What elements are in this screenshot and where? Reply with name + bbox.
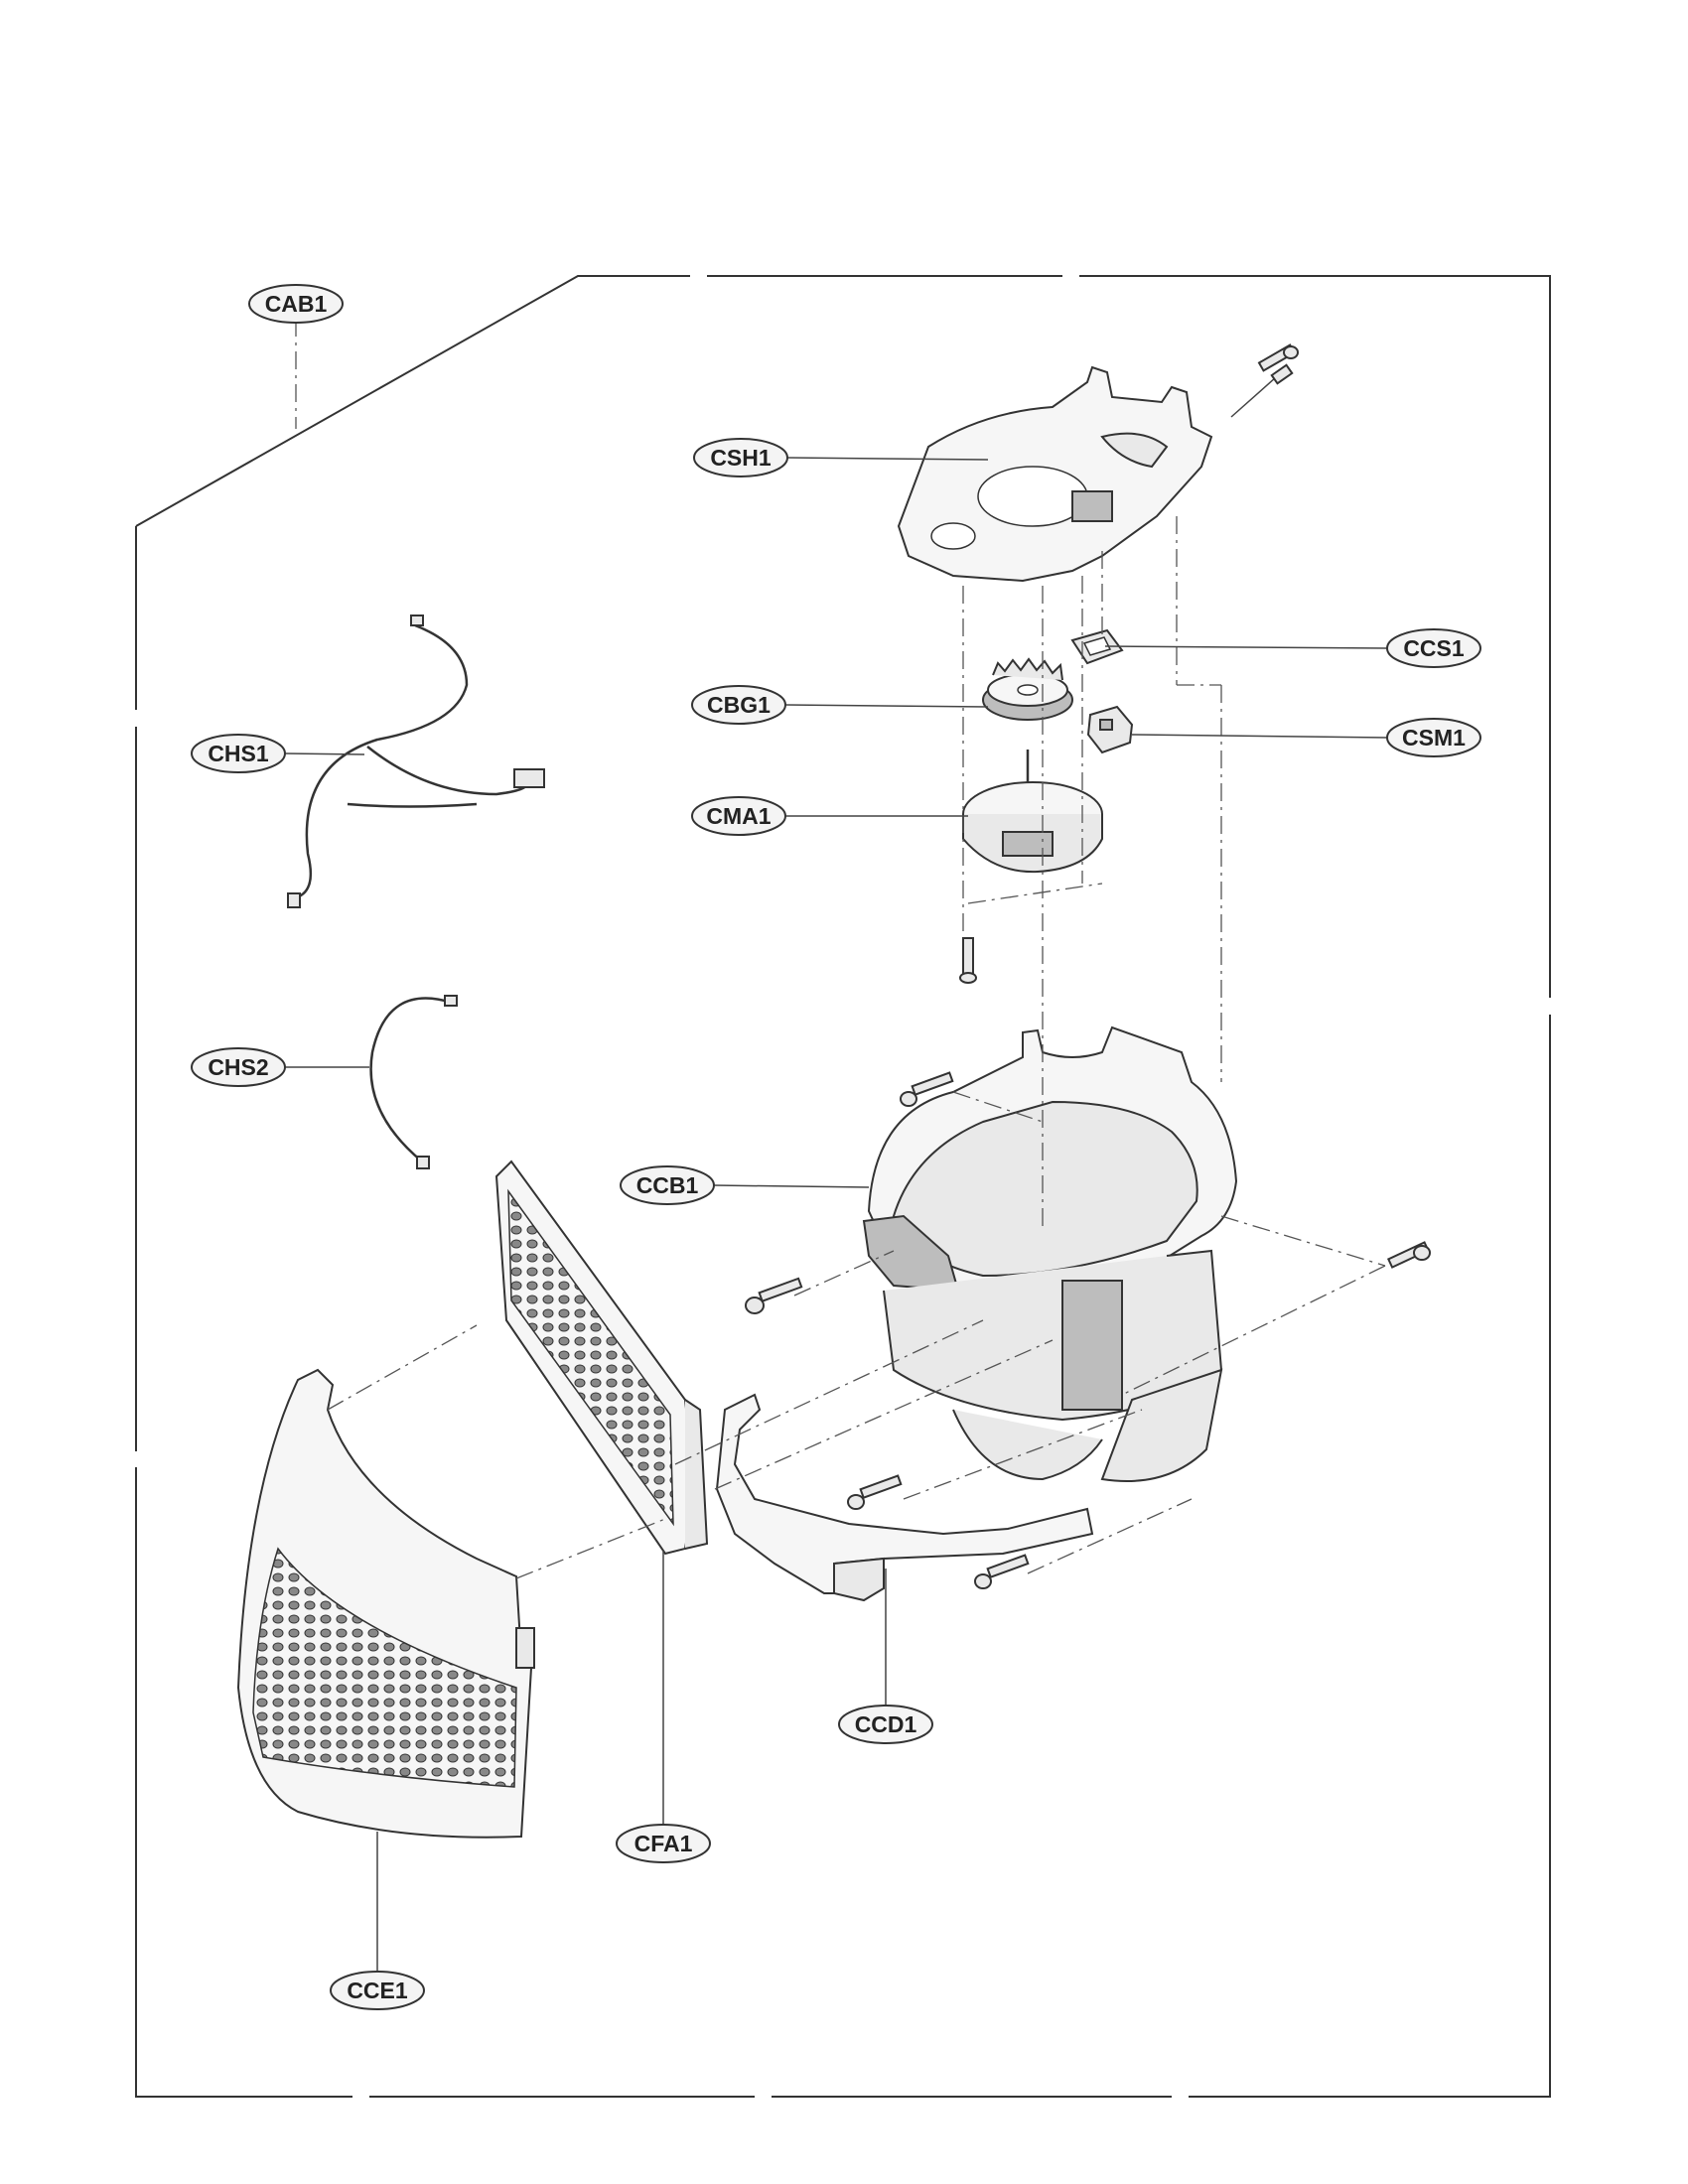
callout-ccd1[interactable]: CCD1 bbox=[838, 1569, 933, 1744]
screws bbox=[745, 343, 1431, 1589]
svg-text:CHS2: CHS2 bbox=[208, 1054, 268, 1080]
part-wire-harness-1 bbox=[287, 614, 545, 908]
svg-text:CBG1: CBG1 bbox=[707, 692, 771, 718]
callout-csm1[interactable]: CSM1 bbox=[1131, 718, 1481, 757]
part-shroud-top bbox=[897, 363, 1294, 583]
part-switch bbox=[1086, 705, 1134, 754]
callout-cfa1[interactable]: CFA1 bbox=[616, 1551, 711, 1863]
callout-chs1[interactable]: CHS1 bbox=[191, 734, 365, 773]
screw bbox=[1386, 1241, 1431, 1269]
callout-cbg1[interactable]: CBG1 bbox=[691, 685, 989, 725]
callout-chs2[interactable]: CHS2 bbox=[191, 1047, 369, 1087]
screw bbox=[745, 1277, 803, 1314]
svg-text:CSM1: CSM1 bbox=[1402, 725, 1466, 751]
svg-text:CSH1: CSH1 bbox=[710, 445, 772, 471]
callouts: CAB1 CSH1 CCS1 CBG1 CSM1 CHS1 bbox=[191, 284, 1481, 2010]
callout-ccs1[interactable]: CCS1 bbox=[1104, 628, 1481, 668]
callout-cma1[interactable]: CMA1 bbox=[691, 796, 968, 836]
screw bbox=[847, 1474, 903, 1510]
screw bbox=[1257, 343, 1299, 372]
svg-text:CMA1: CMA1 bbox=[706, 803, 771, 829]
screw bbox=[900, 1071, 954, 1107]
svg-text:CCD1: CCD1 bbox=[855, 1711, 917, 1737]
part-case-body bbox=[862, 1025, 1238, 1482]
callout-cab1[interactable]: CAB1 bbox=[248, 284, 344, 429]
part-gear bbox=[982, 657, 1073, 721]
callout-cce1[interactable]: CCE1 bbox=[330, 1832, 425, 2010]
svg-text:CCS1: CCS1 bbox=[1403, 635, 1465, 661]
svg-text:CHS1: CHS1 bbox=[208, 741, 269, 766]
svg-text:CFA1: CFA1 bbox=[634, 1831, 693, 1856]
part-wire-harness-2 bbox=[369, 995, 458, 1169]
callout-ccb1[interactable]: CCB1 bbox=[620, 1165, 870, 1205]
part-filter bbox=[494, 1160, 709, 1556]
svg-text:CCB1: CCB1 bbox=[636, 1172, 699, 1198]
callout-csh1[interactable]: CSH1 bbox=[693, 438, 989, 478]
svg-text:CAB1: CAB1 bbox=[265, 291, 328, 317]
screw bbox=[959, 937, 977, 984]
screw bbox=[974, 1554, 1030, 1589]
assembly-frame bbox=[135, 275, 1551, 2098]
alignment-lines bbox=[327, 516, 1386, 1579]
frame-break-marks bbox=[133, 273, 1553, 2100]
part-motor bbox=[962, 750, 1103, 874]
part-cover-door bbox=[715, 1393, 1094, 1602]
part-grille-cover bbox=[236, 1368, 535, 1839]
svg-text:CCE1: CCE1 bbox=[347, 1978, 408, 2003]
